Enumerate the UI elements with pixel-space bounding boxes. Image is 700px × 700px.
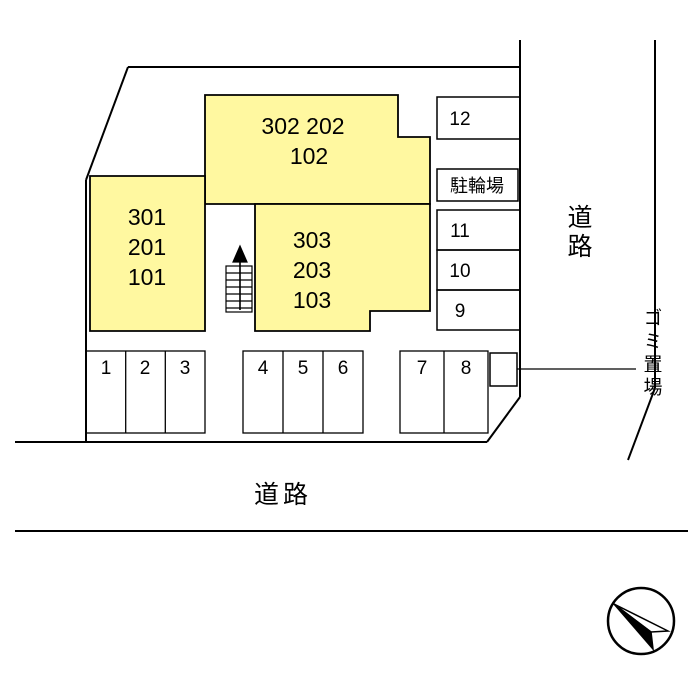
north-arrow-needle-black [613, 603, 655, 652]
room-label-center-2: 203 [293, 257, 331, 283]
stall-6-number: 6 [338, 358, 349, 379]
room-label-center-3: 103 [293, 287, 331, 313]
garbage-box [489, 352, 518, 387]
parking-group-4-6 [242, 350, 364, 434]
stairs-icon [225, 244, 253, 313]
boundary-left-upper [85, 66, 129, 181]
stairs-up-arrowhead [232, 244, 248, 263]
stall-2-number: 2 [140, 358, 151, 379]
parking-stalls-right [436, 96, 521, 331]
bicycle-parking-label: 駐輪場 [450, 176, 504, 196]
bicycle-parking-box [436, 168, 519, 202]
parking-stall-numbers: 1 2 3 4 5 6 7 8 9 10 11 12 [101, 109, 472, 379]
room-numbers: 302 202 102 301 201 101 303 203 103 [128, 113, 345, 313]
road-edges [15, 40, 688, 532]
parking-stalls-bottom [85, 350, 489, 434]
parking-group-1-3 [85, 350, 206, 434]
road-label-right: 道路 [564, 204, 593, 262]
parking-stall-12-box [436, 96, 521, 140]
boundary-corner-diagonal [486, 396, 521, 443]
stall-10-number: 10 [449, 261, 470, 282]
stall-9-number: 9 [455, 301, 466, 322]
room-label-top-1: 302 202 [261, 113, 344, 139]
right-road-edge-diagonal [627, 387, 656, 461]
stall-5-number: 5 [298, 358, 309, 379]
room-label-top-2: 102 [290, 143, 328, 169]
stall-11-number: 11 [450, 221, 470, 242]
room-label-center-1: 303 [293, 227, 331, 253]
stall-7-number: 7 [417, 358, 428, 379]
stairs-outline [225, 265, 253, 313]
stall-3-number: 3 [180, 358, 191, 379]
building-left-block [89, 175, 206, 332]
north-arrow-icon [606, 586, 676, 656]
room-label-left-1: 301 [128, 204, 166, 230]
parking-stall-9-box [436, 289, 521, 331]
stall-8-number: 8 [461, 358, 472, 379]
buildings [89, 94, 431, 332]
road-label-bottom: 道路 [254, 481, 312, 509]
room-label-left-2: 201 [128, 234, 166, 260]
garbage-area [489, 352, 636, 387]
stall-12-number: 12 [449, 109, 470, 130]
room-label-left-3: 101 [128, 264, 166, 290]
building-center-block [254, 203, 431, 332]
stall-4-number: 4 [258, 358, 269, 379]
stall-1-number: 1 [101, 358, 112, 379]
garbage-area-label: ゴミ置場 [641, 308, 663, 400]
